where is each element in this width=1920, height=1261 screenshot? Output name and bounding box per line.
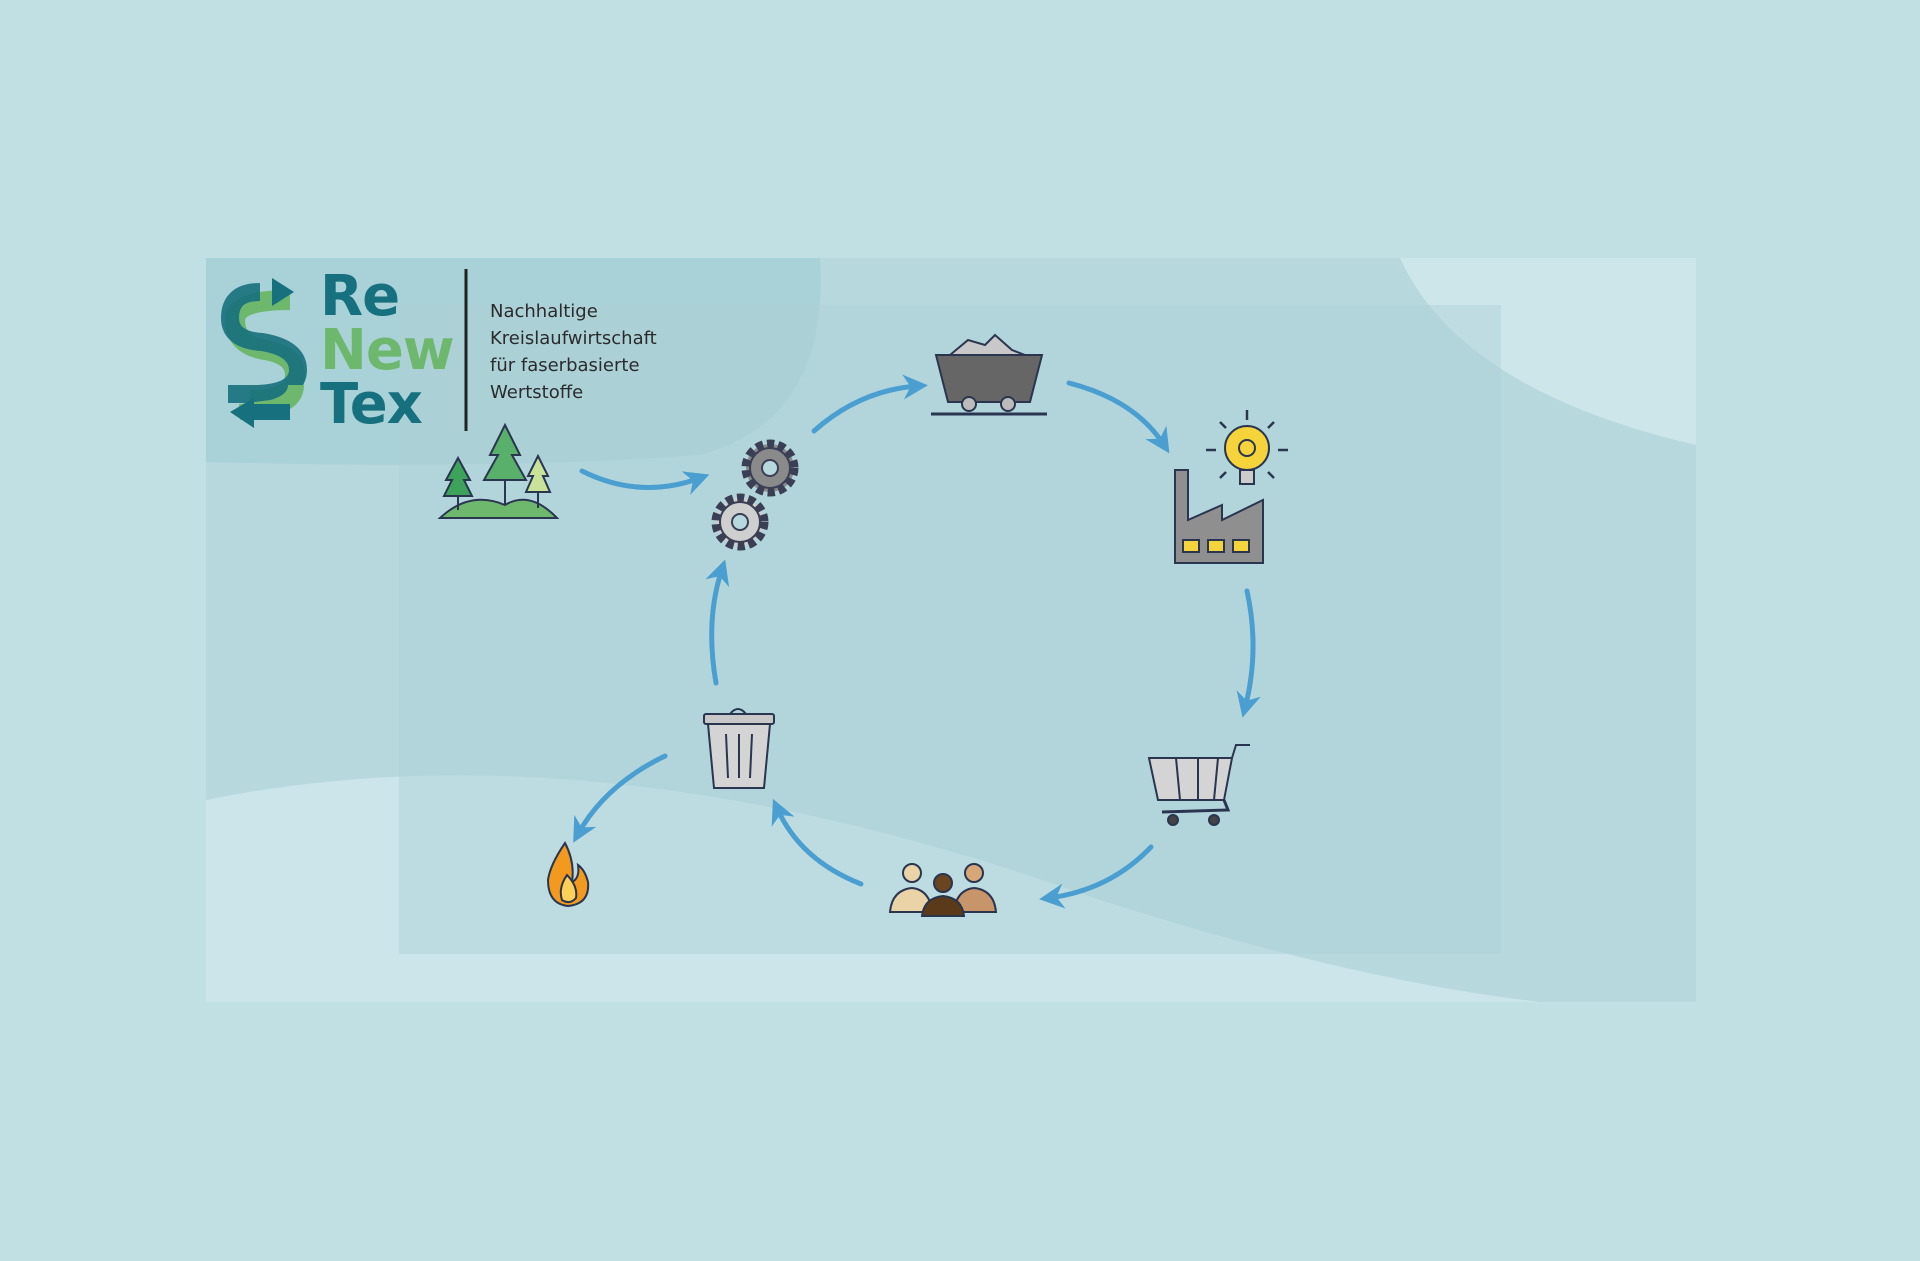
bg-shape [1400,258,1696,445]
logo-tagline: Nachhaltige Kreislaufwirtschaft für fase… [490,298,657,406]
arrow-trash-to-gears [705,559,730,686]
logo-word-re: Re [320,264,400,329]
forest-icon [437,422,560,519]
bg-wave [206,775,1540,1002]
gears-icon [711,439,799,551]
renewtex-logo-mark [220,278,308,428]
arrow-people-to-trash [771,798,864,887]
arrow-trash-to-fire [573,753,668,843]
tagline-line: Nachhaltige [490,301,598,322]
tagline-line: Wertstoffe [490,382,584,403]
logo-word-new: New [320,318,455,383]
arrow-forest-to-gears [579,468,710,495]
arrow-cart-to-people [1039,844,1154,909]
logo-word-tex: Tex [320,372,423,437]
mine-cart-icon [931,333,1047,416]
lightbulb-factory-icon [1174,410,1288,564]
arrow-factory-to-cart [1236,588,1261,718]
arrow-mine-to-factory [1066,380,1170,454]
arrow-gears-to-mine [811,374,928,434]
tagline-line: Kreislaufwirtschaft [490,328,657,349]
shopping-cart-icon [1147,744,1250,826]
fire-icon [546,841,590,908]
logo-panel [206,258,821,465]
tagline-line: für faserbasierte [490,355,640,376]
people-icon [888,863,998,917]
trash-can-icon [703,708,775,789]
